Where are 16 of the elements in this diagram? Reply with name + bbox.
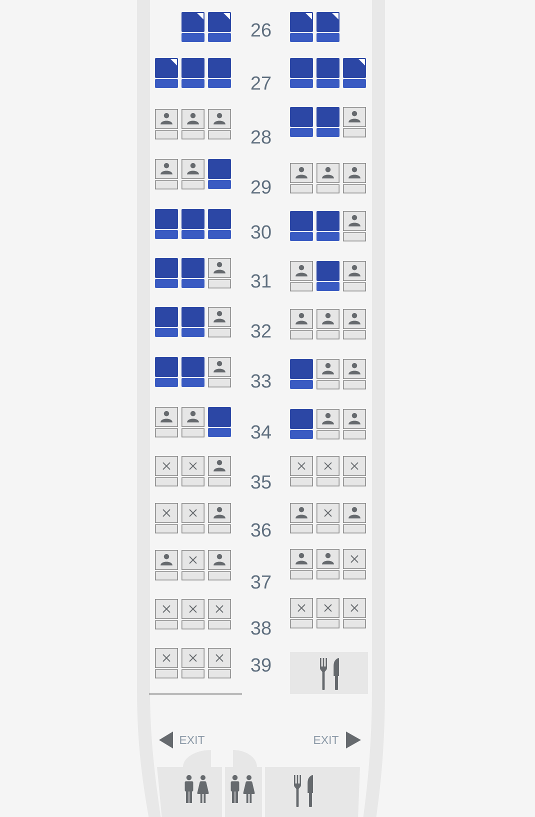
row-number: 29 — [251, 180, 271, 194]
row-number: 27 — [251, 76, 271, 90]
row-number: 28 — [251, 130, 271, 144]
row-number: 36 — [251, 523, 271, 537]
row-number: 32 — [251, 324, 271, 338]
row-number: 34 — [251, 425, 271, 439]
row-number: 35 — [251, 475, 271, 489]
exit-label: EXIT — [314, 736, 339, 744]
row-number: 26 — [251, 23, 271, 37]
row-number: 39 — [251, 658, 271, 672]
row-number: 38 — [251, 621, 271, 635]
row-number: 37 — [251, 575, 271, 589]
row-number: 30 — [251, 225, 271, 239]
exit-label: EXIT — [180, 736, 205, 744]
row-number: 33 — [251, 374, 271, 388]
row-number: 31 — [251, 274, 271, 288]
